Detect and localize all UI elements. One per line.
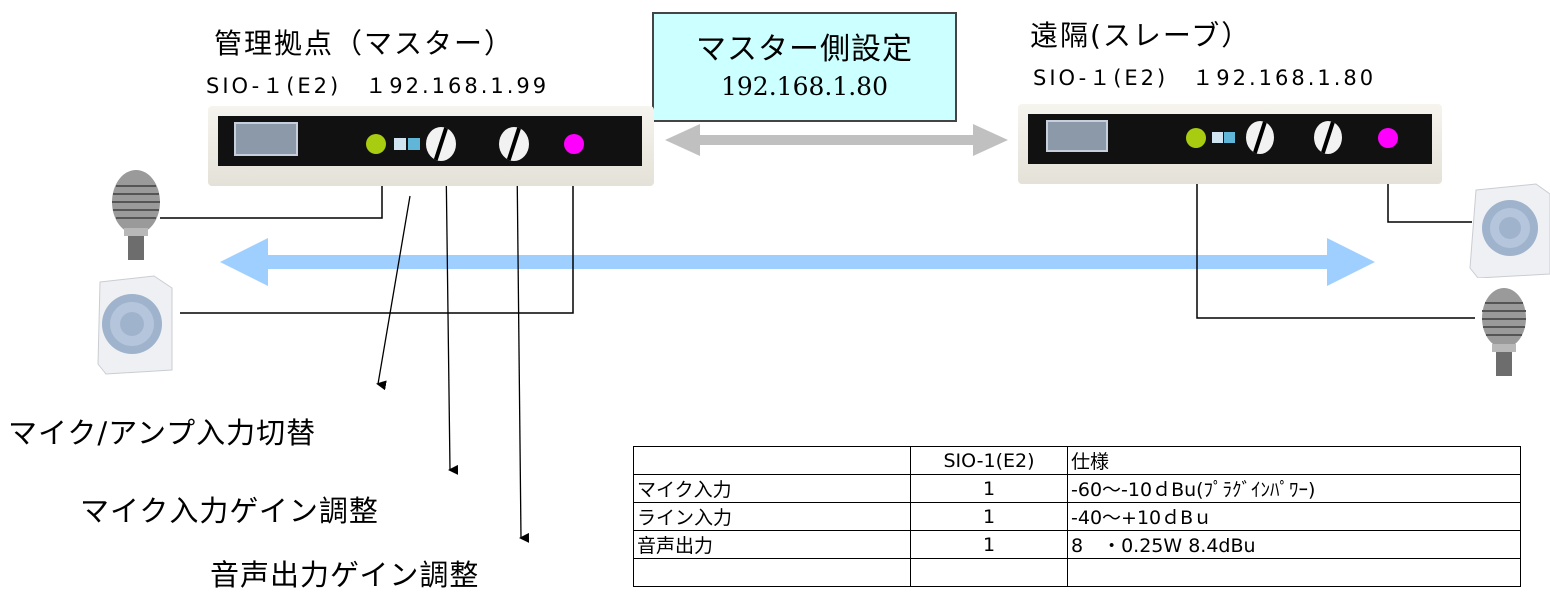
- spec-table: SIO-1(E2) 仕様 マイク入力 1 -60～-10ｄBu(ﾌﾟﾗｸﾞｲﾝﾊ…: [633, 446, 1521, 587]
- table-row: マイク入力 1 -60～-10ｄBu(ﾌﾟﾗｸﾞｲﾝﾊﾟﾜｰ): [633, 474, 1521, 503]
- mic-amp-switch-label: マイク/アンプ入力切替: [8, 416, 317, 450]
- slave-mic-jack: [1186, 128, 1206, 148]
- header-cell: SIO-1(E2): [910, 446, 1068, 475]
- table-cell: 音声出力: [633, 530, 911, 559]
- master-mic-jack: [366, 134, 386, 154]
- table-cell: ライン入力: [633, 502, 911, 531]
- network-double-arrow: [665, 124, 1008, 156]
- slave-microphone-icon: [1482, 288, 1526, 376]
- slave-title: 遠隔(スレーブ）: [1030, 19, 1252, 52]
- mic-gain-label: マイク入力ゲイン調整: [80, 494, 379, 528]
- table-row: 音声出力 1 8 ・0.25W 8.4dBu: [633, 530, 1521, 559]
- table-cell: 8 ・0.25W 8.4dBu: [1067, 530, 1521, 559]
- master-output-gain-knob: [499, 127, 529, 161]
- master-title: 管理拠点（マスター）: [214, 27, 515, 60]
- table-cell: [910, 558, 1068, 587]
- audio-double-arrow: [220, 238, 1375, 286]
- header-cell: 仕様: [1067, 446, 1521, 475]
- table-row: [633, 558, 1521, 587]
- table-cell: [633, 558, 911, 587]
- table-row: ライン入力 1 -40～+10ｄBｕ: [633, 502, 1521, 531]
- output-gain-label: 音声出力ゲイン調整: [210, 558, 480, 592]
- master-serial-port: [234, 122, 298, 156]
- slave-device: [1018, 104, 1442, 184]
- header-cell: [633, 446, 911, 475]
- slave-indicator-2: [1224, 132, 1235, 143]
- master-setting-callout: マスター側設定 192.168.1.80: [652, 12, 957, 122]
- slave-speaker-jack: [1378, 128, 1398, 148]
- slave-model-ip: SIO-１(E2) １92.168.1.80: [1033, 66, 1377, 90]
- table-cell: 1: [910, 502, 1068, 531]
- table-cell: マイク入力: [633, 474, 911, 503]
- spec-table-header-row: SIO-1(E2) 仕様: [633, 446, 1521, 475]
- master-speaker-jack: [564, 134, 584, 154]
- master-speaker-wire: [180, 152, 574, 314]
- master-microphone-icon: [112, 170, 160, 260]
- slave-serial-port: [1046, 120, 1108, 152]
- master-indicator-2: [408, 138, 420, 150]
- master-model-ip: SIO-１(E2) １92.168.1.99: [206, 74, 550, 98]
- slave-mic-wire: [1196, 150, 1475, 319]
- slave-output-gain-knob: [1314, 121, 1342, 154]
- slave-speaker-icon: [1469, 183, 1550, 278]
- master-speaker-icon: [97, 275, 173, 375]
- table-cell: 1: [910, 474, 1068, 503]
- slave-indicator-1: [1212, 132, 1223, 143]
- table-cell: -60～-10ｄBu(ﾌﾟﾗｸﾞｲﾝﾊﾟﾜｰ): [1067, 474, 1521, 503]
- table-cell: 1: [910, 530, 1068, 559]
- callout-title: マスター側設定: [696, 32, 913, 67]
- table-cell: [1067, 558, 1521, 587]
- slave-mic-gain-knob: [1246, 121, 1274, 154]
- mic-gain-pointer-arrow: [445, 157, 459, 475]
- master-device: [208, 106, 654, 186]
- master-indicator-1: [394, 138, 406, 150]
- output-gain-pointer-arrow: [516, 159, 530, 543]
- switch-pointer-arrow: [376, 195, 411, 391]
- callout-ip: 192.168.1.80: [721, 72, 888, 101]
- table-cell: -40～+10ｄBｕ: [1067, 502, 1521, 531]
- master-mic-gain-knob: [426, 127, 456, 161]
